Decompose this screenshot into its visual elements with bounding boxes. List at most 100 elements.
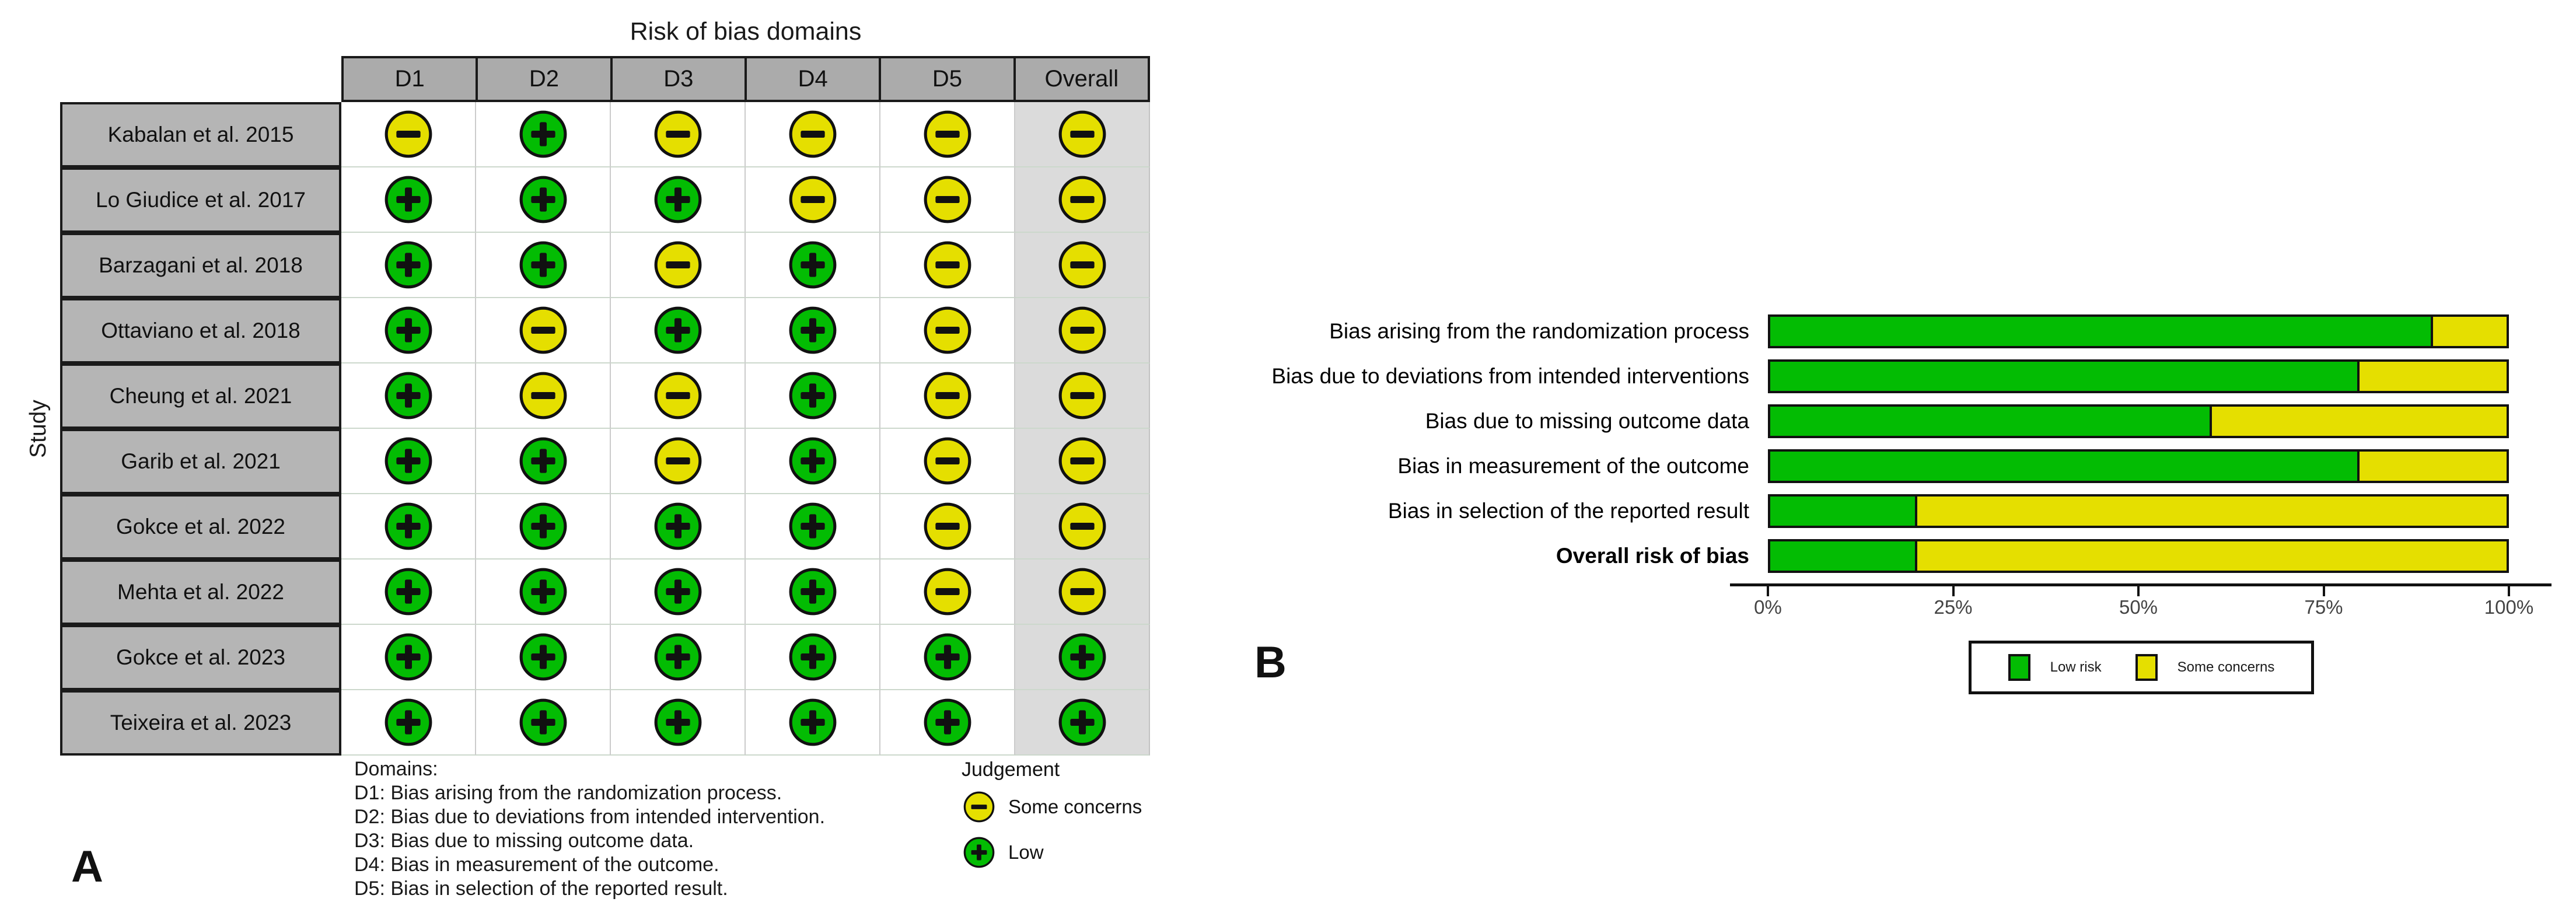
panel-b-letter: B [1254,638,1287,687]
low-risk-plus-icon [789,306,836,354]
study-name-cell: Cheung et al. 2021 [60,363,341,429]
low-risk-plus-icon [385,372,432,419]
judgement-cell [746,167,880,233]
judgement-cell [880,429,1015,494]
low-risk-plus-icon [385,437,432,485]
judgement-cell [476,167,611,233]
judgement-cell [476,429,611,494]
judgement-legend-title: Judgement [962,758,1060,781]
low-risk-plus-icon [924,698,971,746]
bar-segment-low-risk [1770,497,1918,526]
bar-segment-low-risk [1770,452,2360,481]
judgement-cell [341,690,476,756]
judgement-cell [880,363,1015,429]
low-risk-plus-icon [789,568,836,616]
judgement-cell [611,298,746,363]
axis-tick [1952,586,1955,596]
domain-header-cell: D3 [610,56,747,102]
judgement-cell [746,102,880,167]
low-risk-plus-icon [789,241,836,289]
panel-a-letter: A [71,842,103,891]
judgement-cell [611,102,746,167]
bar-category-label: Bias in measurement of the outcome [1397,454,1749,478]
some-concerns-minus-icon [924,372,971,419]
some-concerns-minus-icon [1058,437,1106,485]
bar-segment-low-risk [1770,407,2213,436]
low-risk-plus-icon [789,372,836,419]
some-concerns-minus-icon [1058,568,1106,616]
judgement-cell [476,690,611,756]
footnote-line: D3: Bias due to missing outcome data. [354,830,694,852]
some-concerns-minus-icon [1058,372,1106,419]
some-concerns-minus-icon [654,110,701,158]
some-concerns-minus-icon [924,568,971,616]
judgement-cell [1015,494,1150,560]
low-risk-plus-icon [789,437,836,485]
study-name-cell: Mehta et al. 2022 [60,560,341,625]
bar-legend-item: Some concerns [2135,654,2274,681]
judgement-cell [341,625,476,690]
domain-header-cell: D4 [744,56,882,102]
judgement-cell [880,690,1015,756]
low-risk-plus-icon [385,502,432,550]
some-concerns-minus-icon [789,110,836,158]
table-row: Teixeira et al. 2023 [60,690,1150,756]
low-risk-plus-icon [385,633,432,681]
judgement-cell [746,625,880,690]
panel-a-title: Risk of bias domains [630,18,862,46]
bar-category-label: Bias in selection of the reported result [1387,499,1749,523]
some-concerns-swatch [2135,654,2158,681]
low-risk-plus-icon [519,698,567,746]
bar-segment-some-concerns [2360,452,2507,481]
judgement-cell [611,690,746,756]
axis-tick-label: 25% [1934,596,1973,618]
domain-header-cell: D5 [879,56,1016,102]
low-risk-plus-icon [654,502,701,550]
judgement-cell [880,625,1015,690]
judgement-cell [611,429,746,494]
bar-segment-some-concerns [1917,541,2507,571]
some-concerns-minus-icon [1058,176,1106,223]
judgement-legend-label: Some concerns [1008,796,1142,817]
low-risk-plus-icon [924,633,971,681]
bar-category-label: Bias due to deviations from intended int… [1271,364,1749,388]
some-concerns-minus-icon [1058,110,1106,158]
stacked-bar [1768,314,2509,348]
judgement-cell [880,233,1015,298]
low-risk-plus-icon [654,633,701,681]
some-concerns-minus-icon [385,110,432,158]
footnote-line: D1: Bias arising from the randomization … [354,782,782,804]
low-risk-swatch [2008,654,2030,681]
judgement-cell [746,494,880,560]
x-axis-line [1730,583,2551,586]
judgement-cell [476,494,611,560]
low-risk-plus-icon [519,437,567,485]
judgement-cell [746,690,880,756]
judgement-cell [611,625,746,690]
axis-tick [1767,586,1769,596]
low-risk-plus-icon [963,837,995,868]
low-risk-plus-icon [385,176,432,223]
low-risk-plus-icon [385,306,432,354]
judgement-cell [611,494,746,560]
judgement-cell [476,625,611,690]
footnote-line: D2: Bias due to deviations from intended… [354,806,826,828]
study-name-cell: Barzagani et al. 2018 [60,233,341,298]
judgement-legend-item: Low [963,836,1142,869]
judgement-cell [1015,298,1150,363]
some-concerns-minus-icon [924,176,971,223]
low-risk-plus-icon [519,241,567,289]
judgement-cell [611,233,746,298]
bar-segment-some-concerns [2212,407,2507,436]
axis-tick [2322,586,2325,596]
some-concerns-minus-icon [924,437,971,485]
judgement-cell [880,167,1015,233]
low-risk-plus-icon [385,568,432,616]
some-concerns-minus-icon [1058,241,1106,289]
bar-segment-low-risk [1770,317,2433,346]
judgement-cell [611,363,746,429]
some-concerns-minus-icon [924,110,971,158]
table-row: Lo Giudice et al. 2017 [60,167,1150,233]
